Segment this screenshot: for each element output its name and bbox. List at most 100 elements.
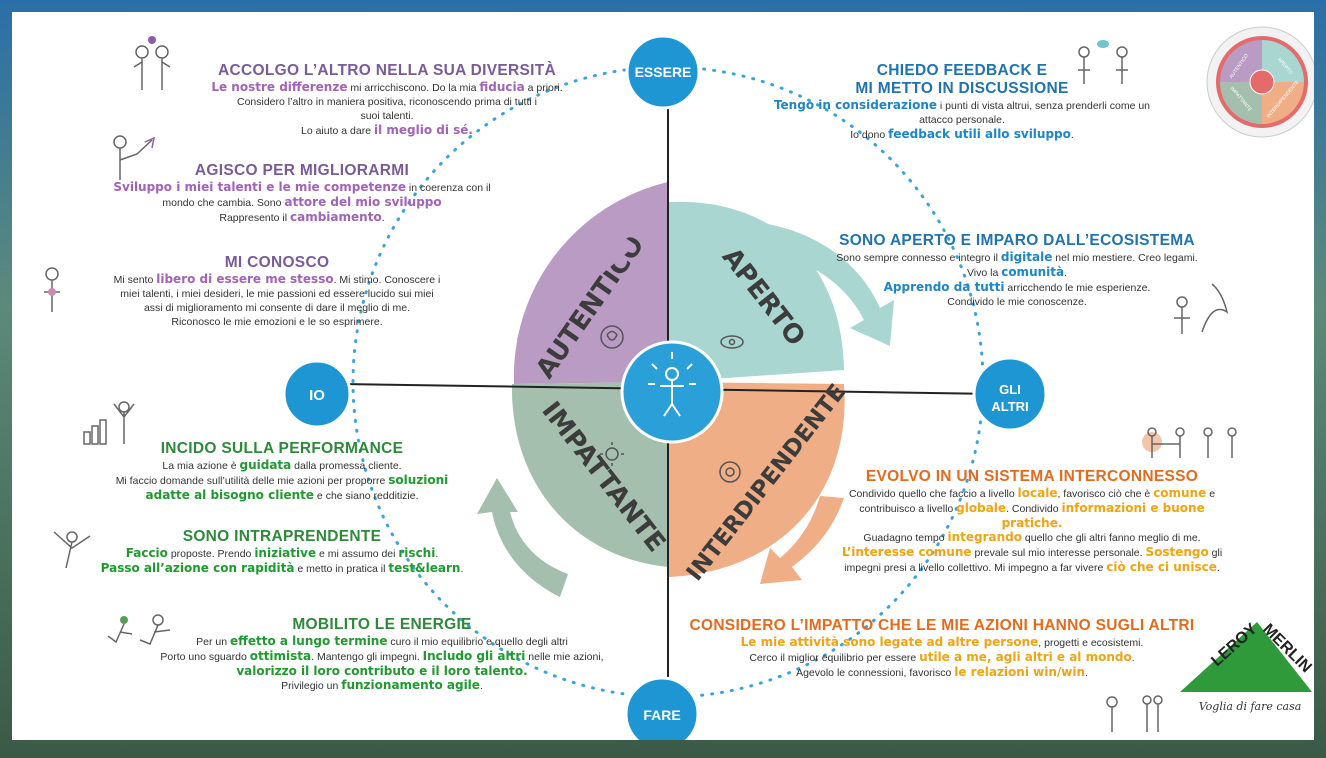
body-text: . — [1131, 652, 1135, 664]
heading-feedback-2: MI METTO IN DISCUSSIONE — [855, 80, 1069, 97]
em-text: informazioni e buone — [1061, 501, 1205, 515]
body-text: miei talenti, i miei desideri, le mie pa… — [120, 288, 434, 300]
body-text: . Mi stimo. Conoscere i — [333, 274, 441, 286]
body-text: a priori. — [524, 82, 563, 94]
body-text: dalla promessa cliente. — [291, 460, 402, 472]
block-incido: INCIDO SULLA PERFORMANCE La mia azione è… — [67, 440, 497, 503]
em-text: guidata — [239, 458, 292, 472]
em-text: L’interesse comune — [841, 545, 972, 559]
quadrant-impattante — [511, 382, 668, 567]
body-text: Riconosco le mie emozioni e le so esprim… — [171, 316, 383, 328]
em-text: ottimista — [249, 649, 312, 663]
body-text: Mi sento — [113, 274, 157, 286]
axis-label-io: IO — [309, 387, 325, 404]
em-text: Faccio — [125, 546, 168, 560]
em-text: libero di essere me stesso — [156, 272, 334, 286]
em-text: le relazioni win/win — [954, 665, 1085, 679]
body-text: Lo aiuto a dare — [301, 125, 374, 137]
sun-icon — [600, 442, 624, 466]
block-impatto: CONSIDERO L’IMPATTO CHE LE MIE AZIONI HA… — [682, 617, 1202, 680]
heading-impatto: CONSIDERO L’IMPATTO CHE LE MIE AZIONI HA… — [689, 617, 1195, 634]
em-text: Tengo in considerazione — [773, 98, 937, 112]
body-text: . — [1085, 667, 1088, 679]
block-aperto: SONO APERTO E IMPARO DALL’ECOSISTEMA Son… — [817, 232, 1217, 309]
network-icon — [719, 461, 741, 483]
em-text: utile a me, agli altri e al mondo — [919, 650, 1132, 664]
heading-energie: MOBILITO LE ENERGIE — [292, 616, 472, 633]
self-knowledge-icon — [44, 267, 60, 312]
body-text: Privilegio un — [281, 680, 342, 692]
body-text: e metto in pratica il — [294, 563, 389, 575]
body-text: . — [1070, 129, 1074, 141]
body-text: . — [381, 212, 385, 224]
body-text: La mia azione è — [162, 460, 240, 472]
em-text: Includo gli altri — [422, 649, 526, 663]
block-conosco: MI CONOSCO Mi sento libero di essere me … — [67, 254, 487, 329]
heading-aperto: SONO APERTO E IMPARO DALL’ECOSISTEMA — [839, 232, 1195, 249]
body-text: Considero l’altro in maniera positiva, r… — [237, 96, 537, 122]
body-text: . — [1064, 267, 1068, 279]
heart-icon — [600, 325, 624, 349]
body-text: mi arricchiscono. Do la mia — [347, 82, 480, 94]
body-text: Condivido le mie conoscenze. — [947, 296, 1087, 308]
heading-accolgo: ACCOLGO L’ALTRO NELLA SUA DIVERSITÀ — [217, 62, 556, 79]
em-text: soluzioni — [388, 473, 449, 487]
em-text: rischi — [398, 546, 436, 560]
body-text: gli — [1208, 547, 1223, 559]
body-text: e mi assumo dei — [316, 548, 399, 560]
body-text: , favorisco ciò che è — [1057, 488, 1154, 500]
em-text: pratiche. — [1001, 516, 1063, 530]
axis-circle-fare — [624, 676, 700, 740]
enterprise-icon — [53, 531, 91, 569]
body-text: Vivo la — [966, 267, 1002, 279]
em-text: locale — [1017, 486, 1058, 500]
em-text: valorizzo il loro contributo e il loro t… — [236, 664, 528, 678]
body-text: e — [1206, 488, 1216, 500]
body-text: contribuisco a livello — [859, 503, 957, 515]
body-text: . Mantengo gli impegni. — [311, 651, 423, 663]
heading-incido: INCIDO SULLA PERFORMANCE — [160, 440, 404, 457]
body-text: . — [460, 563, 464, 575]
em-text: feedback utili allo sviluppo — [888, 127, 1071, 141]
body-text: arricchendo le mie esperienze. — [1004, 282, 1151, 294]
em-text: attore del mio sviluppo — [284, 195, 442, 209]
logo-tagline: Voglia di fare casa — [1198, 700, 1302, 713]
arrow-up-right — [517, 219, 636, 342]
body-text: prevale sul mio interesse personale. — [971, 547, 1146, 559]
body-text: attacco personale. — [919, 114, 1005, 126]
arrow-down-left — [760, 496, 844, 584]
em-text: adatte al bisogno cliente — [145, 488, 315, 502]
body-text: . — [479, 680, 483, 692]
axis-label-essere: ESSERE — [635, 64, 692, 80]
body-text: proposte. Prendo — [167, 548, 255, 560]
em-text: integrando — [947, 530, 1022, 544]
axis-circle-io — [282, 359, 352, 429]
em-text: Passo all’azione con rapidità — [100, 561, 295, 575]
body-text: Per un — [196, 636, 231, 648]
em-text: funzionamento agile — [341, 678, 480, 692]
interconnected-people-icon — [1142, 427, 1237, 458]
body-text: Sono sempre connesso e integro il — [836, 252, 1001, 264]
body-text: in coerenza con il — [406, 182, 491, 194]
people-impact-icon — [1106, 695, 1163, 732]
body-text: Rappresento il — [219, 212, 290, 224]
body-text: e che siano redditizie. — [314, 490, 419, 502]
block-evolvo: EVOLVO IN UN SISTEMA INTERCONNESSO Condi… — [812, 468, 1252, 575]
ecosystem-icon — [1174, 283, 1229, 334]
body-text: impegni presi a livello collettivo. Mi i… — [844, 562, 1107, 574]
energy-runners-icon — [107, 614, 171, 645]
body-text: Agevolo le connessioni, favorisco — [796, 667, 955, 679]
body-text: . — [1216, 562, 1220, 574]
infographic-board: AUTENTICO APERTO IMPATTANTE INTERDIPENDE… — [12, 12, 1314, 740]
heading-feedback-1: CHIEDO FEEDBACK E — [876, 62, 1048, 79]
em-text: Sostengo — [1145, 545, 1209, 559]
em-text: Sviluppo i miei talenti e le mie compete… — [113, 180, 406, 194]
body-text: mondo che cambia. Sono — [162, 197, 285, 209]
em-text: comune — [1153, 486, 1207, 500]
improve-icon — [113, 135, 156, 180]
block-intraprendente: SONO INTRAPRENDENTE Faccio proposte. Pre… — [72, 528, 492, 576]
body-text: nelle mie azioni, — [525, 651, 604, 663]
em-text: digitale — [1000, 250, 1053, 264]
body-text: Io dono — [850, 129, 889, 141]
